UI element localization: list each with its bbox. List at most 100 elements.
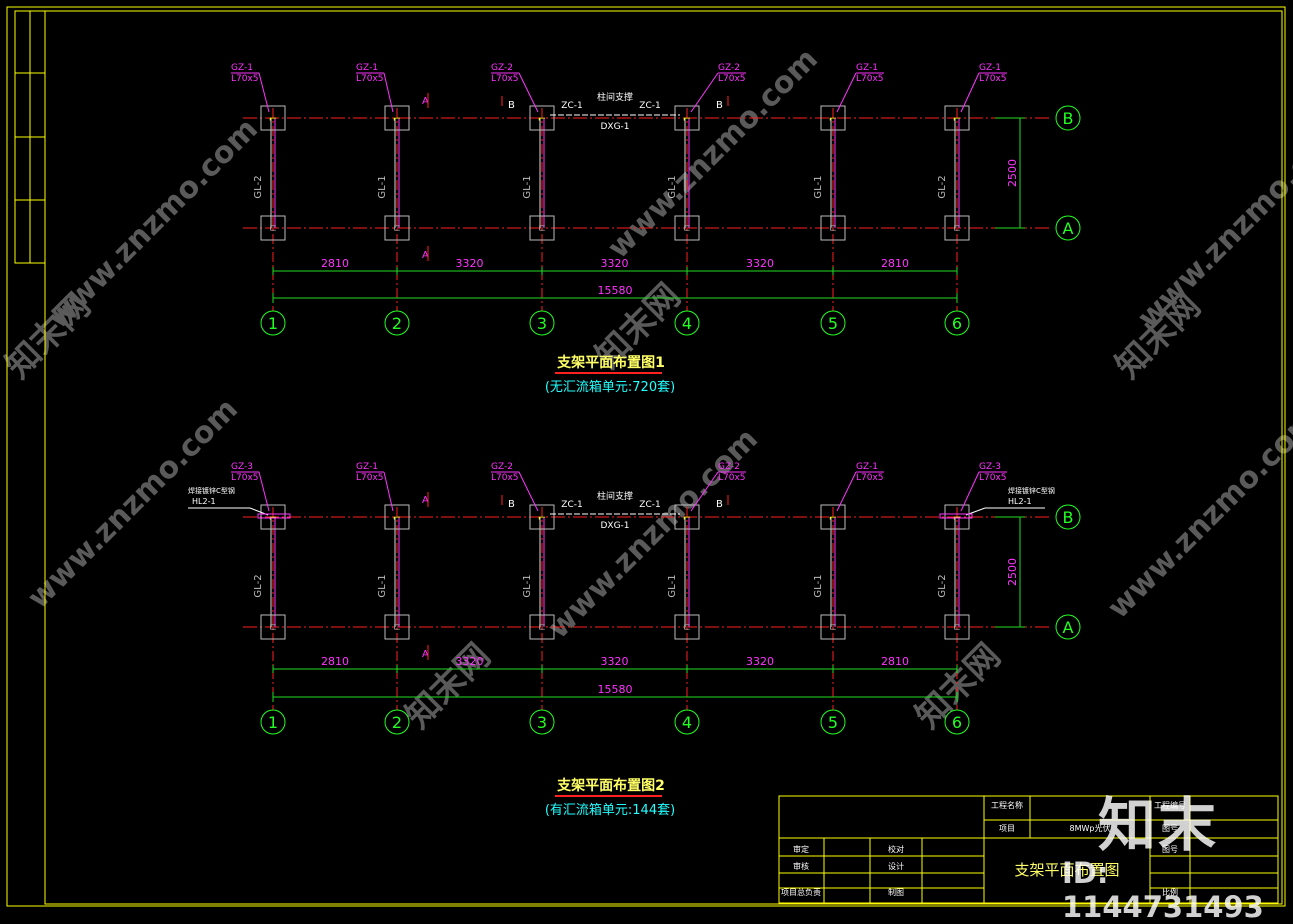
plan1-column-mark-A-2: ㄷ: [392, 224, 401, 235]
plan1-column-A-2: [384, 215, 410, 241]
plan1-column-B-2: [384, 105, 410, 131]
plan1-dim-value-3: 3320: [601, 257, 629, 270]
plan2-side-note-left: 焊接镀锌C型钢: [188, 486, 235, 495]
plan1-column-mark-A-3: ㄷ: [537, 224, 546, 235]
plan1-column-size-4: L70x5: [718, 74, 746, 84]
plan2-column-size-2: L70x5: [356, 473, 384, 483]
plan1-col-label-5: 5: [828, 314, 838, 333]
tb-drawing-title: 支架平面布置图: [1014, 861, 1119, 879]
plan2-column-A-3: [529, 614, 555, 640]
tb-scale: 比例: [1162, 887, 1178, 897]
plan1-beam-label-3: GL-1: [522, 175, 533, 198]
plan1-section-A-bottom: A: [422, 250, 429, 261]
plan1-column-B-1: [260, 105, 286, 131]
watermark-brand-3: 知末网: [398, 636, 498, 736]
plan2-ctrack-left: [257, 513, 291, 519]
plan1-section-B-right: B: [716, 100, 723, 111]
plan1-column-tag-2: GZ-1: [356, 63, 378, 73]
plan2-dim-value-1: 2810: [321, 655, 349, 668]
plan1-beam-label-1: GL-2: [253, 175, 264, 198]
plan2-col-bubble-1: [260, 709, 286, 735]
plan2-column-mark-A-3: ㄷ: [537, 623, 546, 634]
plan1-col-label-2: 2: [392, 314, 402, 333]
plan2-col-label-3: 3: [537, 713, 547, 732]
plan2-bracing-bottom: DXG-1: [600, 521, 629, 531]
plan2-column-mark-B-3: ⌐: [538, 513, 546, 524]
plan1-row-bubble-A: [1055, 215, 1081, 241]
plan1-row-label-A: A: [1063, 219, 1074, 238]
plan1-beam-label-2: GL-1: [377, 175, 388, 198]
plan1-bracing-title: 柱间支撑: [597, 91, 633, 103]
plan2-col-label-5: 5: [828, 713, 838, 732]
plan1-section-B-left: B: [508, 100, 515, 111]
plan1-col-bubble-4: [674, 310, 700, 336]
plan2-beam-label-4: GL-1: [667, 574, 678, 597]
plan1-column-B-4: [674, 105, 700, 131]
plan1-tag-leader-2: [383, 72, 394, 113]
watermark-logo: 知末: [1098, 791, 1219, 859]
plan1-column-A-3: [529, 215, 555, 241]
plan1-col-bubble-6: [944, 310, 970, 336]
plan2-dim-value-2: 3320: [456, 655, 484, 668]
plan2-column-size-4: L70x5: [718, 473, 746, 483]
plan1-column-tag-6: GZ-1: [979, 63, 1001, 73]
plan2-beam-label-3: GL-1: [522, 574, 533, 597]
plan2-column-tag-4: GZ-2: [718, 462, 740, 472]
plan2-subtitle: (有汇流箱单元:144套): [545, 802, 675, 818]
watermark-brand-0: 知末网: [0, 286, 98, 386]
plan1-column-size-3: L70x5: [491, 74, 519, 84]
plan1-column-size-2: L70x5: [356, 74, 384, 84]
plan1-column-A-4: [674, 215, 700, 241]
plan2-col-bubble-2: [384, 709, 410, 735]
plan1-column-A-1: [260, 215, 286, 241]
plan2-column-B-3: [529, 504, 555, 530]
plan2-bracing-title: 柱间支撑: [597, 490, 633, 502]
plan1-tag-leader-3: [518, 72, 539, 113]
plan2-col-bubble-5: [820, 709, 846, 735]
plan2-col-label-6: 6: [952, 713, 962, 732]
plan1-column-tag-4: GZ-2: [718, 63, 740, 73]
plan2-side-note-right: 焊接镀锌C型钢: [1008, 486, 1055, 495]
plan2-beam-label-1: GL-2: [253, 574, 264, 597]
plan2-beam-label-6: GL-2: [937, 574, 948, 597]
plan2-tag-leader-2: [383, 471, 394, 512]
plan2-column-size-1: L70x5: [231, 473, 259, 483]
plan2-tag-leader-6: [960, 471, 980, 512]
plan2-tag-leader-1: [258, 471, 270, 512]
plan1-col-label-4: 4: [682, 314, 692, 333]
plan2-tag-leader-3: [518, 471, 539, 512]
plan1-column-mark-B-2: ⌐: [393, 114, 401, 125]
plan1-section-A-top: A: [422, 96, 429, 107]
plan1-col-label-3: 3: [537, 314, 547, 333]
plan1-column-mark-A-6: ㄷ: [952, 224, 961, 235]
plan1-bracing-right: ZC-1: [639, 101, 660, 111]
plan2-column-A-6: [944, 614, 970, 640]
plan1-subtitle: (无汇流箱单元:720套): [545, 379, 675, 395]
tb-chief: 项目总负责: [781, 887, 821, 897]
plan2-column-B-5: [820, 504, 846, 530]
plan2-section-B-left: B: [508, 499, 515, 510]
plan1-col-label-1: 1: [268, 314, 278, 333]
outer-border: [6, 6, 1286, 907]
plan2-col-bubble-3: [529, 709, 555, 735]
watermark-url-1: www.znzmo.com: [601, 42, 825, 266]
plan2-column-size-3: L70x5: [491, 473, 519, 483]
plan2-bracing-right: ZC-1: [639, 500, 660, 510]
plan1-column-A-5: [820, 215, 846, 241]
plan2-beam-label-2: GL-1: [377, 574, 388, 597]
plan2-bracing-left: ZC-1: [561, 500, 582, 510]
plan1-column-mark-B-1: ⌐: [269, 114, 277, 125]
plan1-dim-value-4: 3320: [746, 257, 774, 270]
plan2-column-mark-A-6: ㄷ: [952, 623, 961, 634]
plan2-column-A-5: [820, 614, 846, 640]
tb-review: 审核: [793, 861, 809, 871]
plan2-ctrack-right: [939, 513, 973, 519]
plan2-column-mark-A-1: ㄷ: [268, 623, 277, 634]
plan2-side-note-left-tag: HL2-1: [192, 497, 216, 506]
plan1-column-mark-A-1: ㄷ: [268, 224, 277, 235]
plan1-column-mark-B-4: ⌐: [683, 114, 691, 125]
plan2-dim-total-value: 15580: [598, 683, 633, 696]
plan1-column-B-5: [820, 105, 846, 131]
tb-check: 校对: [888, 844, 904, 854]
